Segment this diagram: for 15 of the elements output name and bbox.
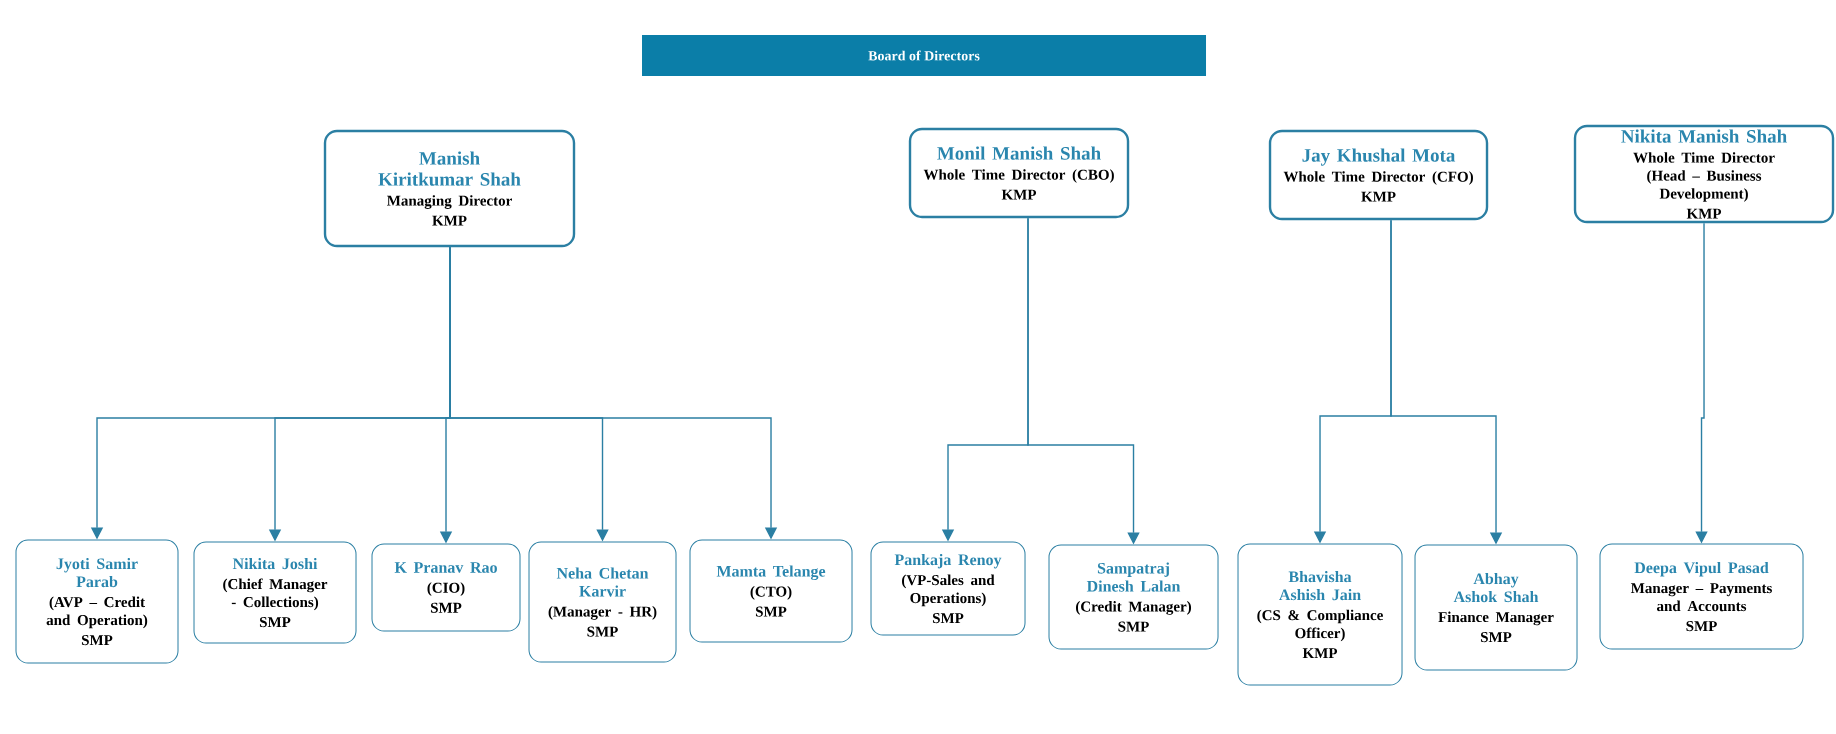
person-box: Nikita Manish Shah Whole Time Director (Head – Business Development) KMP [1573,124,1835,224]
person-box: K Pranav Rao (CIO) SMP [371,543,521,632]
person-box: Nikita Joshi (Chief Manager - Collections) SMP [193,541,357,644]
person-box: Mamta Telange (CTO) SMP [689,539,853,643]
person-box: Monil Manish Shah Whole Time Director (CBO) KMP [908,127,1130,219]
person-box: Manish Kiritkumar Shah Managing Director KMP [323,129,576,248]
person-box: Bhavisha Ashish Jain (CS & Compliance Officer) KMP [1237,543,1403,686]
title-banner: Board of Directors [642,35,1206,76]
person-box: Jay Khushal Mota Whole Time Director (CFO) KMP [1268,129,1489,221]
person-box: Abhay Ashok Shah Finance Manager SMP [1414,544,1578,671]
person-box: Jyoti Samir Parab (AVP – Credit and Operation) SMP [15,539,179,664]
person-box: Sampatraj Dinesh Lalan (Credit Manager) SMP [1048,544,1219,650]
person-box: Neha Chetan Karvir (Manager - HR) SMP [528,541,677,663]
person-box: Pankaja Renoy (VP-Sales and Operations) SMP [870,541,1026,636]
person-box: Deepa Vipul Pasad Manager – Payments and Accounts SMP [1599,543,1804,650]
